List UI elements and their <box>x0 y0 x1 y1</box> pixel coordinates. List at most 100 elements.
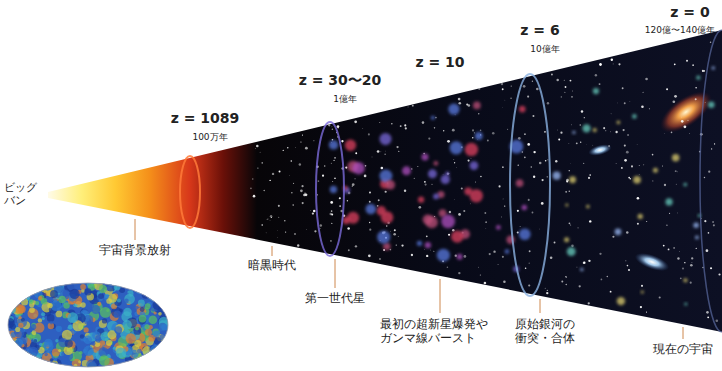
star <box>707 316 709 318</box>
cmb-spot <box>4 284 13 293</box>
early-galaxy <box>672 154 680 162</box>
star <box>662 165 664 167</box>
leader-line <box>540 299 541 313</box>
star <box>517 210 519 212</box>
star <box>570 162 572 164</box>
cmb-spot <box>140 285 146 291</box>
star <box>532 81 533 82</box>
cmb-spot <box>5 286 16 297</box>
star <box>385 191 387 193</box>
stars-and-galaxies <box>250 42 721 323</box>
cmb-spot <box>21 360 24 363</box>
star <box>502 166 504 168</box>
star <box>555 160 557 162</box>
star <box>472 137 473 138</box>
cmb-spot <box>77 341 85 349</box>
star <box>666 88 668 90</box>
star <box>539 228 541 230</box>
star <box>630 178 631 179</box>
cmb-spot <box>67 312 78 323</box>
star <box>610 113 612 115</box>
cmb-spot <box>42 317 45 320</box>
star <box>470 203 472 205</box>
early-galaxy <box>386 180 395 189</box>
cmb-spot <box>97 302 101 306</box>
big-bang-label: ビッグバン <box>4 182 40 207</box>
star <box>337 125 340 128</box>
early-galaxy <box>441 175 450 184</box>
cmb-spot <box>91 341 96 346</box>
cmb-spot <box>155 286 158 289</box>
star <box>639 165 640 166</box>
star <box>523 85 526 88</box>
star <box>380 151 382 153</box>
star <box>394 229 396 231</box>
cmb-spot <box>38 318 42 322</box>
cmb-spot <box>49 321 53 325</box>
cmb-spot <box>80 302 85 307</box>
star <box>676 184 677 185</box>
early-galaxy <box>633 176 641 184</box>
star <box>294 233 295 234</box>
star <box>641 285 643 287</box>
cmb-spot <box>29 307 35 313</box>
star <box>615 163 617 165</box>
cmb-spot <box>20 352 26 358</box>
early-galaxy <box>475 132 483 140</box>
leader-line <box>135 219 136 240</box>
cmb-spot <box>114 315 117 318</box>
cmb-spot <box>14 283 21 290</box>
early-galaxy <box>470 161 479 170</box>
early-galaxy <box>632 114 637 119</box>
cmb-spot <box>26 355 30 359</box>
star <box>447 266 449 268</box>
star <box>417 166 418 167</box>
star <box>396 245 397 246</box>
star <box>708 232 710 234</box>
cmb-spot <box>145 355 154 364</box>
star <box>297 244 299 246</box>
cmb-spot <box>26 363 30 367</box>
cmb-spot <box>31 358 34 361</box>
star <box>664 132 666 134</box>
star <box>339 205 341 207</box>
cmb-spot <box>4 335 12 343</box>
early-galaxy <box>641 290 644 293</box>
cmb-spot <box>18 316 21 319</box>
epoch-ring <box>316 122 344 256</box>
early-galaxy <box>708 101 715 108</box>
cmb-spot <box>143 354 154 365</box>
star <box>371 156 373 158</box>
cmb-spot <box>35 285 41 291</box>
star <box>433 251 434 252</box>
cmb-spot <box>114 326 122 334</box>
early-galaxy <box>695 236 699 240</box>
star <box>589 174 591 176</box>
star <box>290 160 292 162</box>
star <box>369 229 371 231</box>
star <box>313 140 314 141</box>
star <box>507 128 509 130</box>
star <box>570 224 572 226</box>
redshift-label: z = 6 <box>520 22 559 38</box>
star <box>305 194 307 196</box>
star <box>576 142 578 144</box>
cmb-spot <box>122 320 132 330</box>
cmb-spot <box>47 314 55 322</box>
cmb-spot <box>149 316 158 325</box>
star <box>605 130 606 131</box>
cmb-spot <box>47 303 52 308</box>
early-galaxy <box>505 249 509 253</box>
star <box>276 237 278 239</box>
star <box>492 132 495 135</box>
star <box>532 115 534 117</box>
early-galaxy <box>617 121 621 125</box>
cmb-spot <box>116 347 127 358</box>
star <box>377 205 379 207</box>
epoch-label: 暗黒時代 <box>248 259 296 273</box>
cmb-spot <box>84 346 94 356</box>
star <box>428 137 430 139</box>
star <box>533 151 535 153</box>
